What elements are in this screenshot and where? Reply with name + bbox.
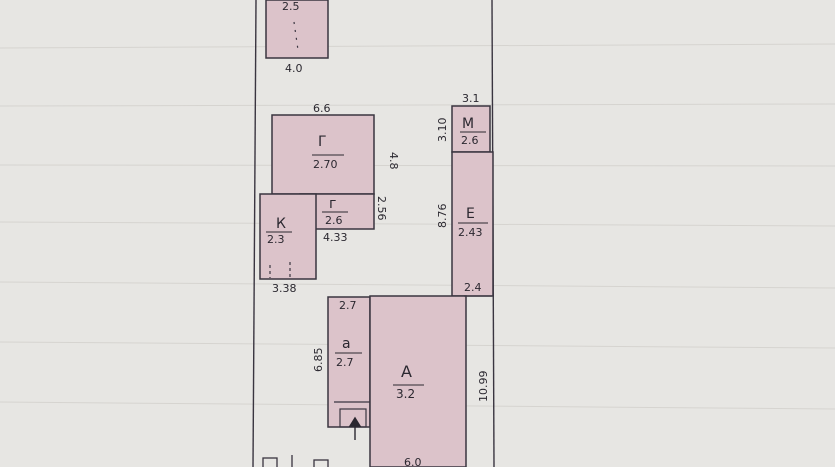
building-k-height: 2.3 (267, 233, 285, 246)
building-g-depth-dim: 4.8 (387, 152, 400, 170)
buildings (259, 0, 494, 467)
building-k-letter: К (276, 216, 286, 232)
building-k-width-dim: 3.38 (272, 282, 297, 295)
building-g2-depth-dim: 2.56 (375, 196, 388, 221)
building-a-small-letter: а (342, 336, 351, 352)
building-e-height: 2.43 (458, 226, 483, 239)
building-a-main-height: 3.2 (396, 387, 415, 401)
building-m-height: 2.6 (461, 134, 479, 147)
building-e (451, 151, 494, 297)
bottom-fragments (262, 455, 329, 467)
building-a-main-letter: А (401, 362, 412, 381)
building-g2-letter: г (329, 196, 336, 212)
building-e-depth-dim: 8.76 (436, 204, 449, 229)
building-e-width-dim: 2.4 (464, 281, 482, 294)
building-g-width-dim: 6.6 (313, 102, 331, 115)
building-m-width-dim: 3.1 (462, 92, 480, 105)
building-a-small-width-dim: 2.7 (339, 299, 357, 312)
building-a-small-depth-dim: 6.85 (312, 348, 325, 373)
building-a-main-width-dim: 6.0 (404, 456, 422, 467)
entrance-arrow-icon (348, 416, 362, 440)
building-g2-height: 2.6 (325, 214, 343, 227)
building-k (259, 193, 317, 280)
building-m-letter: М (462, 116, 474, 132)
building-m-depth-dim: 3.10 (436, 118, 449, 143)
building-a-small-height: 2.7 (336, 356, 354, 369)
building-a-main-depth-dim: 10.99 (477, 371, 490, 403)
building-top-height: 2.5 (282, 0, 300, 13)
building-e-letter: Е (466, 206, 475, 222)
building-top (265, 0, 329, 59)
building-a-main (369, 295, 467, 467)
building-g-letter: Г (318, 134, 327, 150)
building-g-height: 2.70 (313, 158, 338, 171)
building-top-width-dim: 4.0 (285, 62, 303, 75)
interior-details (269, 21, 492, 428)
building-g2-width-dim: 4.33 (323, 231, 348, 244)
